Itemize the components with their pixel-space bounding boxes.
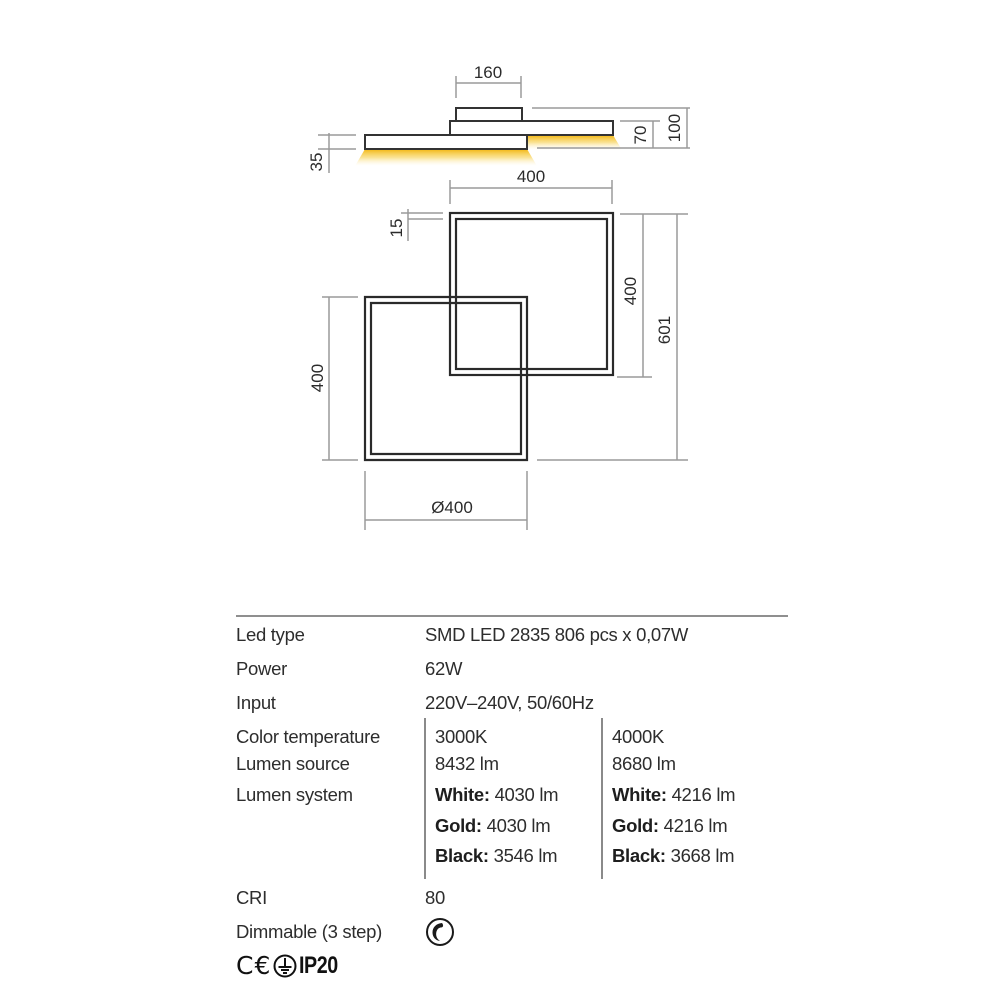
dimension-diameter-400 bbox=[364, 471, 528, 530]
finish-key: Gold: bbox=[612, 815, 659, 836]
dimension-label-35: 35 bbox=[307, 153, 326, 172]
spec-value-3000k: 3000K bbox=[435, 726, 487, 747]
finish-key: Gold: bbox=[435, 815, 482, 836]
lumen-value: 3668 lm bbox=[670, 845, 735, 866]
finish-key: White: bbox=[435, 784, 490, 805]
canopy-block bbox=[455, 107, 523, 122]
spec-label: Power bbox=[236, 658, 287, 679]
upper-frame-profile bbox=[449, 120, 614, 136]
lumen-value: 3546 lm bbox=[493, 845, 558, 866]
lower-frame-profile bbox=[364, 134, 528, 150]
spec-label: Led type bbox=[236, 624, 305, 645]
side-view: 160 70 100 35 bbox=[307, 63, 690, 173]
lumen-value: 4216 lm bbox=[671, 784, 736, 805]
ip-rating: IP20 bbox=[299, 952, 339, 979]
spec-label: Color temperature bbox=[236, 726, 380, 747]
lumen-white-4000k: White: 4216 lm bbox=[612, 784, 736, 806]
lumen-value: 4030 lm bbox=[494, 784, 559, 805]
dimension-label-400-left: 400 bbox=[308, 364, 327, 392]
spec-value: 220V–240V, 50/60Hz bbox=[425, 692, 594, 713]
dimension-label-601: 601 bbox=[655, 316, 674, 344]
spec-value: 80 bbox=[425, 887, 445, 908]
lumen-gold-3000k: Gold: 4030 lm bbox=[435, 815, 551, 837]
finish-key: Black: bbox=[435, 845, 489, 866]
light-glow-bottom bbox=[355, 149, 537, 166]
finish-key: Black: bbox=[612, 845, 666, 866]
dimension-15 bbox=[401, 209, 443, 241]
upper-square-inner bbox=[454, 217, 609, 371]
dimension-label-70: 70 bbox=[631, 126, 650, 145]
spec-label: Dimmable (3 step) bbox=[236, 921, 383, 942]
dimension-label-100: 100 bbox=[665, 114, 684, 142]
dimension-label-400-top: 400 bbox=[517, 167, 545, 186]
lumen-white-3000k: White: 4030 lm bbox=[435, 784, 559, 806]
lumen-black-3000k: Black: 3546 lm bbox=[435, 845, 558, 867]
spec-value-4000k: 4000K bbox=[612, 726, 664, 747]
column-separator-1 bbox=[424, 718, 426, 879]
lower-square-outer bbox=[363, 295, 529, 462]
protective-earth-icon bbox=[273, 954, 297, 978]
spec-table-top-rule bbox=[236, 615, 788, 617]
dimension-label-15: 15 bbox=[387, 219, 406, 238]
spec-label: CRI bbox=[236, 887, 267, 908]
lower-square-inner bbox=[369, 301, 523, 456]
technical-drawing: 160 70 100 35 400 bbox=[307, 63, 690, 530]
front-view: 400 15 400 601 bbox=[308, 167, 688, 530]
lumen-black-4000k: Black: 3668 lm bbox=[612, 845, 735, 867]
spec-label: Input bbox=[236, 692, 276, 713]
dimmable-switch-icon bbox=[426, 918, 454, 946]
spec-value: SMD LED 2835 806 pcs x 0,07W bbox=[425, 624, 689, 645]
finish-key: White: bbox=[612, 784, 667, 805]
upper-square-outer bbox=[448, 211, 615, 377]
spec-value-3000k: 8432 lm bbox=[435, 753, 499, 774]
spec-label: Lumen source bbox=[236, 753, 350, 774]
dimension-160 bbox=[455, 76, 522, 98]
spec-label: Lumen system bbox=[236, 784, 353, 805]
lumen-value: 4216 lm bbox=[663, 815, 728, 836]
ce-mark: C€ bbox=[236, 951, 272, 980]
dimension-601 bbox=[537, 214, 688, 461]
dimension-400-top bbox=[449, 180, 613, 204]
lumen-gold-4000k: Gold: 4216 lm bbox=[612, 815, 728, 837]
dimension-label-160: 160 bbox=[474, 63, 502, 82]
spec-value-4000k: 8680 lm bbox=[612, 753, 676, 774]
light-glow-middle-right bbox=[527, 135, 622, 150]
spec-value: 62W bbox=[425, 658, 463, 679]
dimension-400-left bbox=[322, 296, 358, 461]
dimension-35 bbox=[318, 133, 356, 173]
lumen-value: 4030 lm bbox=[486, 815, 551, 836]
dimension-label-diameter-400: Ø400 bbox=[431, 498, 473, 517]
dimension-70-100 bbox=[532, 107, 690, 149]
dimension-label-400-right: 400 bbox=[621, 277, 640, 305]
column-separator-2 bbox=[601, 718, 603, 879]
certification-marks: C€ IP20 bbox=[236, 953, 347, 979]
